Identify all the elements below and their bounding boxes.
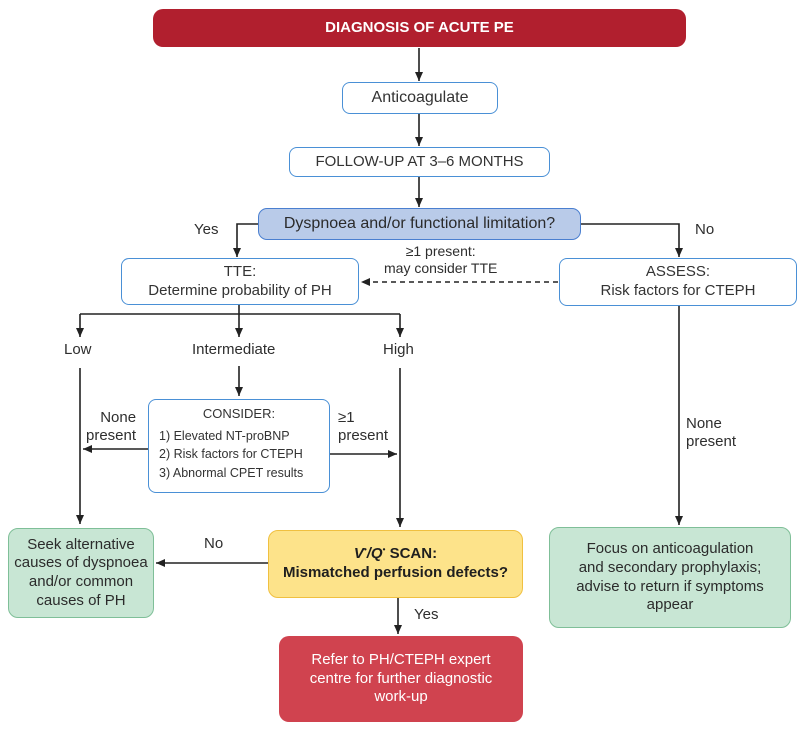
seek-line: and/or common — [28, 573, 134, 590]
diagnosis-text: DIAGNOSIS OF ACUTE PE — [325, 18, 514, 36]
label-no-bottom: No — [204, 535, 224, 552]
followup-text: FOLLOW-UP AT 3–6 MONTHS — [315, 152, 524, 170]
label-none-present-right: None present — [686, 415, 737, 450]
label-yes-left: Yes — [194, 221, 219, 238]
vq-scan-box: V•/Q• SCAN: Mismatched perfusion defects… — [268, 530, 523, 598]
focus-line: advise to return if symptoms — [576, 577, 764, 595]
tte-title: TTE: — [223, 262, 257, 280]
arrow-question-yes — [233, 223, 258, 257]
consider-item: 3) Abnormal CPET results — [159, 465, 304, 480]
assess-title: ASSESS: — [645, 263, 711, 281]
label-high: High — [383, 341, 414, 358]
refer-line: centre for further diagnostic — [309, 669, 493, 687]
tte-box: TTE: Determine probability of PH — [121, 258, 359, 305]
focus-anticoagulation-box: Focus on anticoagulation and secondary p… — [549, 527, 791, 628]
focus-line: Focus on anticoagulation — [586, 540, 754, 557]
label-present-consider-tte: ≥1 present: may consider TTE — [384, 243, 498, 276]
vq-scan-title: V•/Q• SCAN: — [353, 545, 438, 563]
focus-line: and secondary prophylaxis; — [578, 558, 762, 576]
refer-expert-box: Refer to PH/CTEPH expert centre for furt… — [279, 636, 523, 722]
anticoagulate-box: Anticoagulate — [342, 82, 498, 114]
label-ge1-present: ≥1 present — [338, 409, 389, 444]
label-intermediate: Intermediate — [192, 341, 276, 358]
assess-box: ASSESS: Risk factors for CTEPH — [559, 258, 797, 306]
assess-subtitle: Risk factors for CTEPH — [600, 282, 756, 299]
diagnosis-box: DIAGNOSIS OF ACUTE PE — [153, 9, 686, 47]
tte-subtitle: Determine probability of PH — [148, 281, 332, 299]
label-no-right: No — [695, 221, 715, 238]
seek-line: causes of PH — [36, 591, 126, 609]
vq-scan-question: Mismatched perfusion defects? — [282, 564, 509, 581]
seek-alternative-box: Seek alternative causes of dyspnoea and/… — [8, 528, 154, 618]
label-none-present-left: None present — [86, 409, 137, 444]
label-low: Low — [64, 341, 92, 358]
dyspnoea-question-text: Dyspnoea and/or functional limitation? — [283, 215, 556, 232]
seek-line: causes of dyspnoea — [14, 554, 148, 572]
seek-line: Seek alternative — [27, 535, 135, 553]
anticoagulate-text: Anticoagulate — [371, 89, 469, 106]
label-yes-bottom: Yes — [414, 606, 439, 623]
consider-item: 2) Risk factors for CTEPH — [159, 447, 303, 462]
focus-line: appear — [646, 596, 694, 614]
consider-box: CONSIDER: 1) Elevated NT-proBNP 2) Risk … — [148, 399, 330, 493]
refer-line: work-up — [374, 688, 428, 706]
consider-heading: CONSIDER: — [202, 406, 276, 421]
refer-line: Refer to PH/CTEPH expert — [311, 650, 491, 668]
dyspnoea-question-box: Dyspnoea and/or functional limitation? — [258, 208, 581, 240]
followup-box: FOLLOW-UP AT 3–6 MONTHS — [289, 147, 550, 177]
consider-item: 1) Elevated NT-proBNP — [159, 429, 290, 444]
arrow-question-no — [581, 223, 683, 257]
